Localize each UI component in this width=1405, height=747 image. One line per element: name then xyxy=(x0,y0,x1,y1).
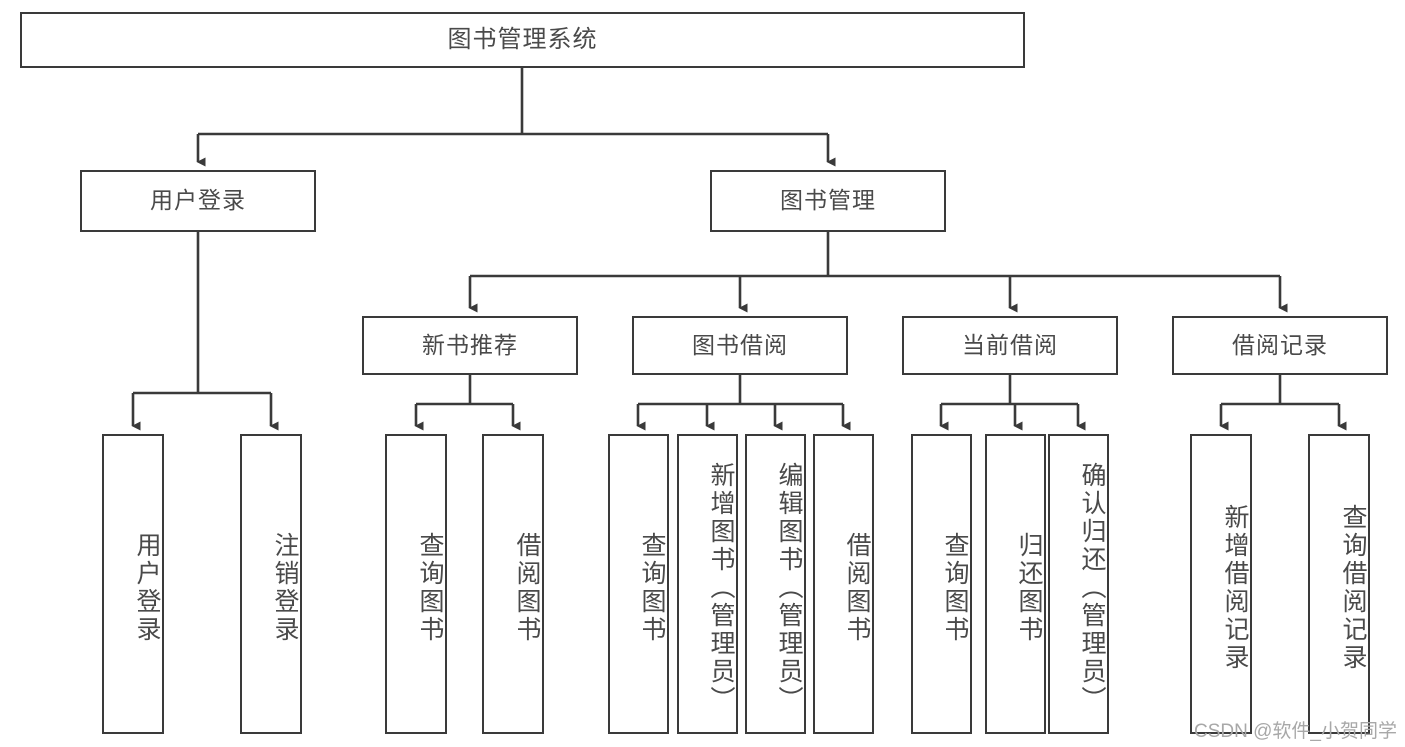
node-leaf-confirm-return[interactable]: 确认归还（管理员） xyxy=(1048,434,1109,734)
node-leaf-return-book[interactable]: 归还图书 xyxy=(985,434,1046,734)
node-root-label: 图书管理系统 xyxy=(447,25,598,53)
node-leaf-borrow-book-2-label: 借阅图书 xyxy=(843,532,871,644)
node-leaf-query-record-label: 查询借阅记录 xyxy=(1339,504,1367,672)
node-leaf-query-book-1-label: 查询图书 xyxy=(416,532,444,644)
watermark-text: CSDN @软件_小贺同学 xyxy=(1194,721,1397,742)
node-leaf-confirm-return-label: 确认归还（管理员） xyxy=(1078,462,1106,714)
node-leaf-query-book-3-label: 查询图书 xyxy=(941,532,969,644)
node-borrow-record-label: 借阅记录 xyxy=(1232,331,1328,358)
node-leaf-user-logout-label: 注销登录 xyxy=(271,532,299,644)
node-leaf-user-login[interactable]: 用户登录 xyxy=(102,434,164,734)
node-leaf-query-book-3[interactable]: 查询图书 xyxy=(911,434,972,734)
node-borrow-record[interactable]: 借阅记录 xyxy=(1172,316,1388,375)
node-leaf-borrow-book-2[interactable]: 借阅图书 xyxy=(813,434,874,734)
node-leaf-add-record[interactable]: 新增借阅记录 xyxy=(1190,434,1252,734)
node-root[interactable]: 图书管理系统 xyxy=(20,12,1025,68)
node-book-borrow-label: 图书借阅 xyxy=(692,331,788,358)
node-leaf-add-record-label: 新增借阅记录 xyxy=(1221,504,1249,672)
node-book-manage[interactable]: 图书管理 xyxy=(710,170,946,232)
node-leaf-user-logout[interactable]: 注销登录 xyxy=(240,434,302,734)
node-leaf-add-book-label: 新增图书（管理员） xyxy=(707,462,735,714)
node-current-borrow-label: 当前借阅 xyxy=(962,331,1058,358)
node-book-borrow[interactable]: 图书借阅 xyxy=(632,316,848,375)
node-leaf-query-book-1[interactable]: 查询图书 xyxy=(385,434,447,734)
node-leaf-add-book[interactable]: 新增图书（管理员） xyxy=(677,434,738,734)
node-leaf-borrow-book-1-label: 借阅图书 xyxy=(513,532,541,644)
node-leaf-query-book-2[interactable]: 查询图书 xyxy=(608,434,669,734)
node-leaf-edit-book[interactable]: 编辑图书（管理员） xyxy=(745,434,806,734)
node-user-login-label: 用户登录 xyxy=(150,187,246,214)
node-leaf-edit-book-label: 编辑图书（管理员） xyxy=(775,462,803,714)
node-user-login[interactable]: 用户登录 xyxy=(80,170,316,232)
node-current-borrow[interactable]: 当前借阅 xyxy=(902,316,1118,375)
node-book-manage-label: 图书管理 xyxy=(780,187,876,214)
node-leaf-return-book-label: 归还图书 xyxy=(1015,532,1043,644)
node-leaf-user-login-label: 用户登录 xyxy=(133,532,161,644)
node-leaf-query-book-2-label: 查询图书 xyxy=(638,532,666,644)
node-new-book-recommend-label: 新书推荐 xyxy=(422,331,518,358)
node-new-book-recommend[interactable]: 新书推荐 xyxy=(362,316,578,375)
node-leaf-borrow-book-1[interactable]: 借阅图书 xyxy=(482,434,544,734)
node-leaf-query-record[interactable]: 查询借阅记录 xyxy=(1308,434,1370,734)
